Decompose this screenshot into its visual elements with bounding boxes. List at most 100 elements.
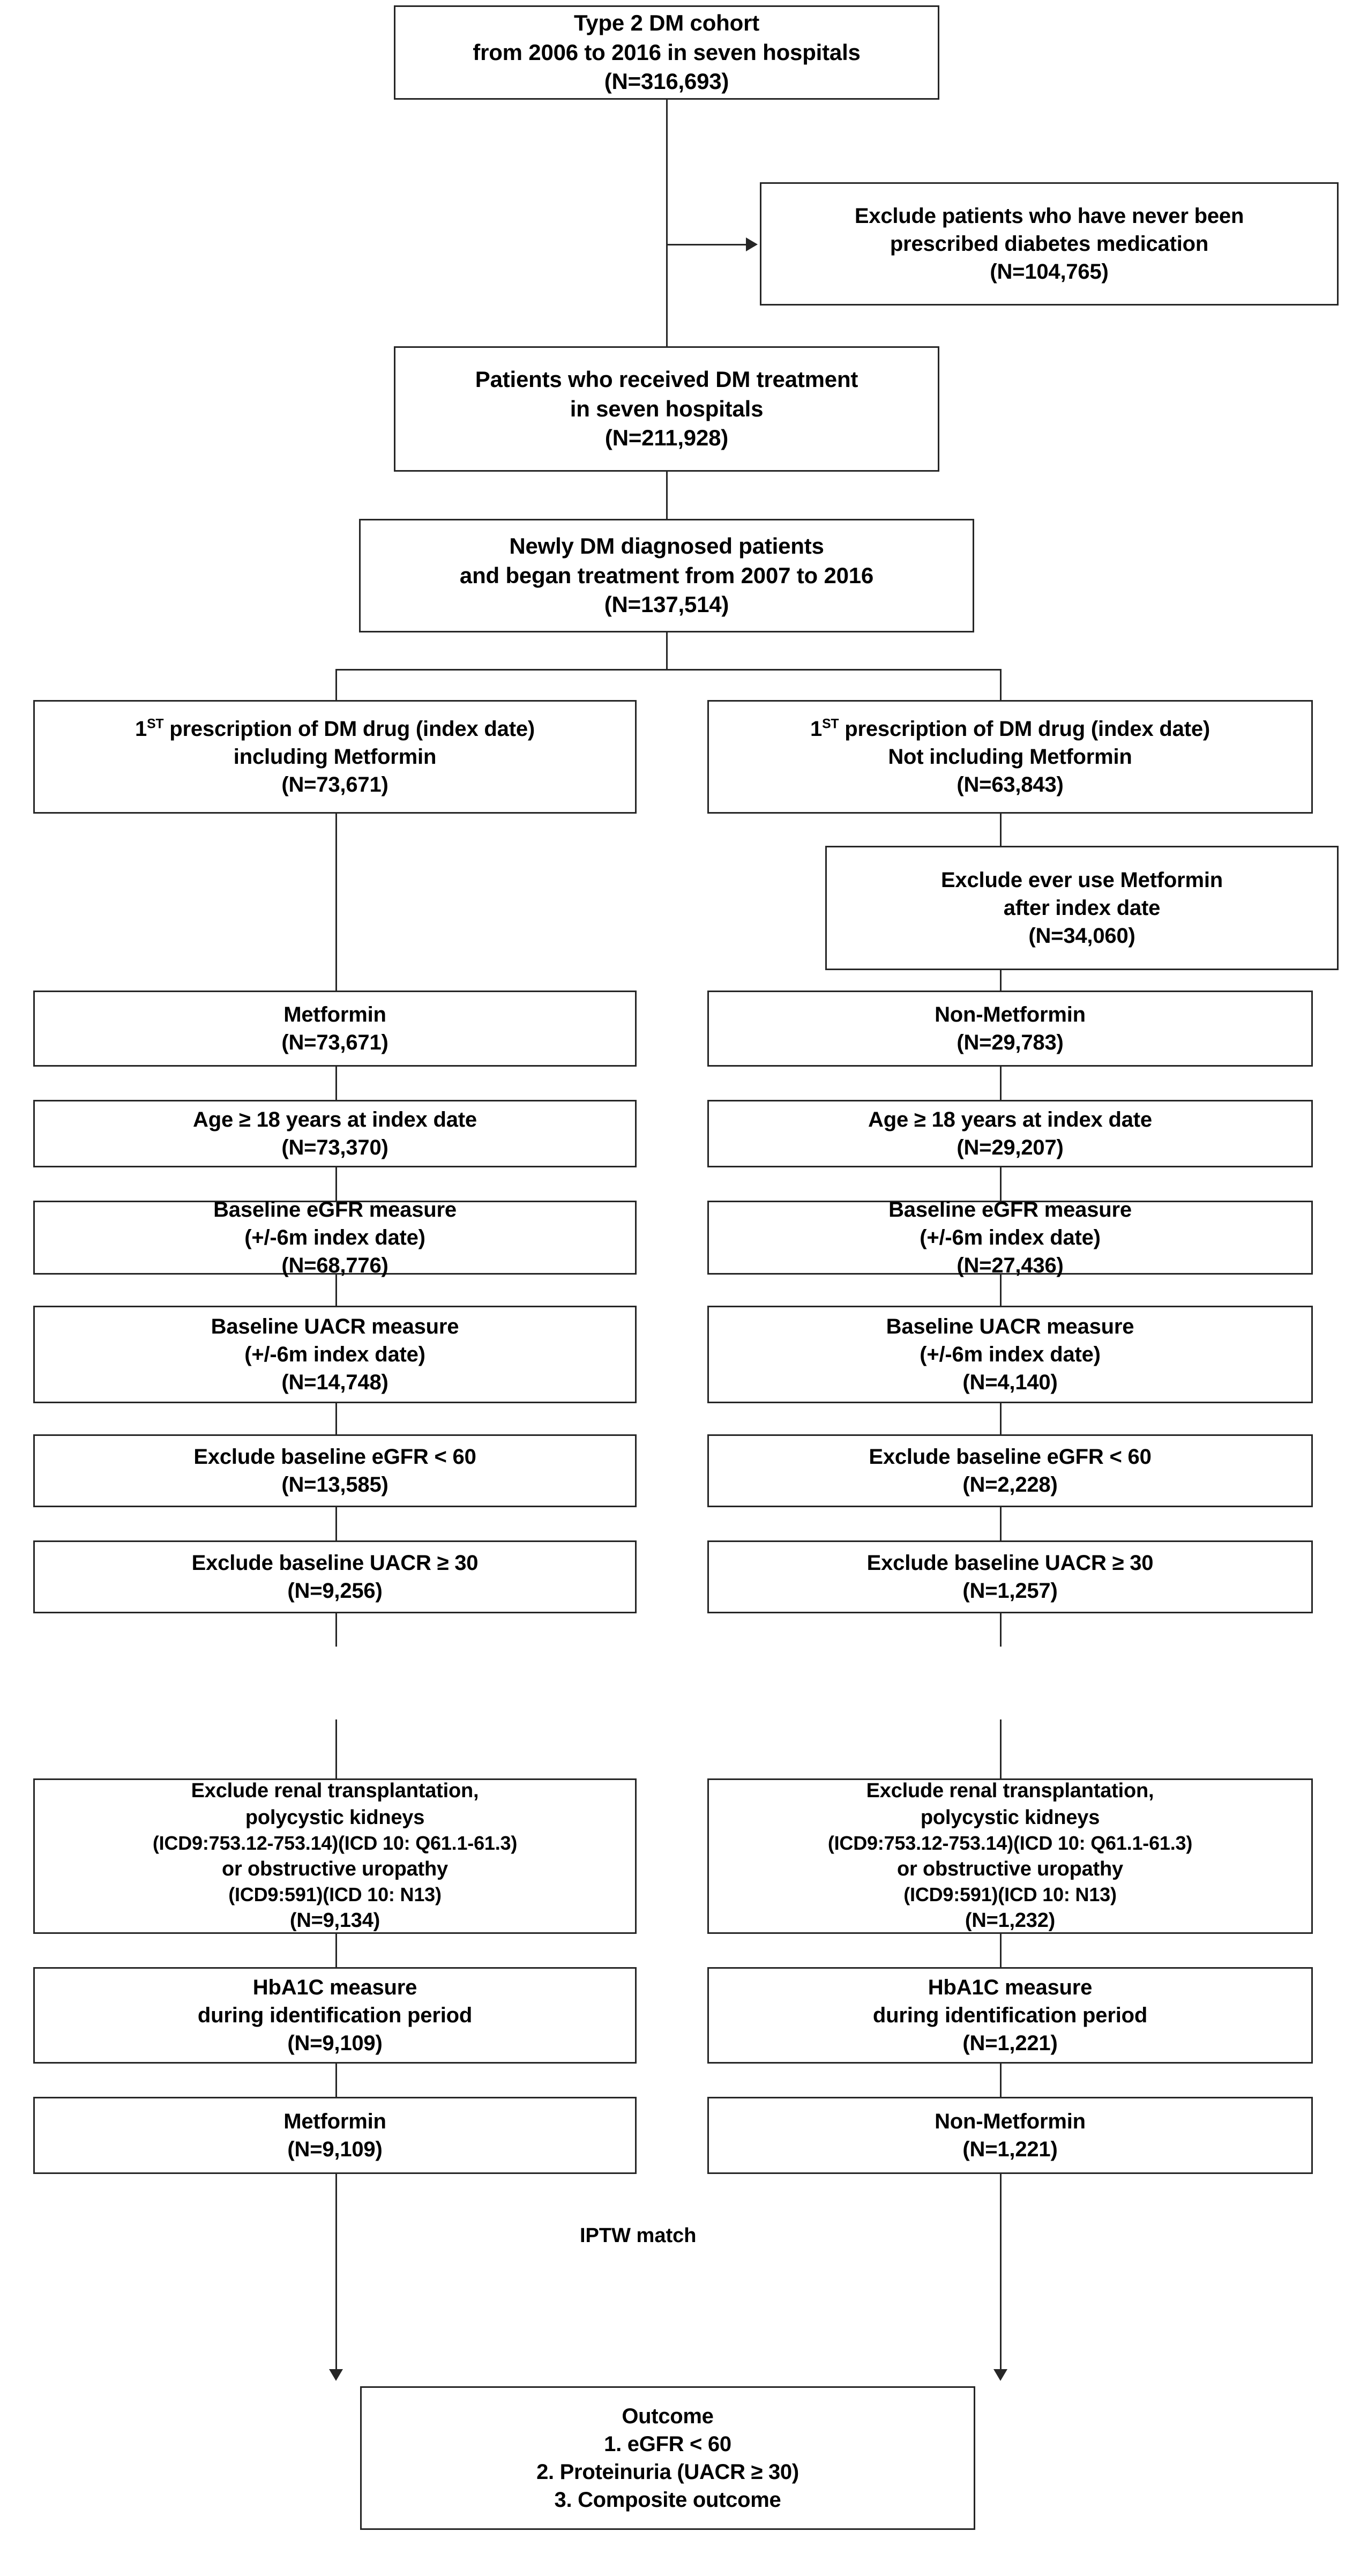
connector-right-3 <box>1000 1275 1002 1306</box>
box-line: (N=1,232) <box>965 1909 1056 1932</box>
connector-right-8 <box>1000 1934 1002 1967</box>
box-line: from 2006 to 2016 in seven hospitals <box>473 39 861 65</box>
box-exclude-ever-use-metformin: Exclude ever use Metformin after index d… <box>825 846 1339 970</box>
connector-left-9 <box>335 2064 337 2097</box>
connector-right-4 <box>1000 1403 1002 1434</box>
box-line: (N=73,370) <box>281 1136 388 1159</box>
box-line: (N=1,257) <box>962 1579 1058 1603</box>
box-non-metformin-cohort: Non-Metformin (N=29,783) <box>707 991 1313 1067</box>
box-line: Baseline eGFR measure <box>213 1198 457 1222</box>
box-line: Non-Metformin <box>935 2110 1086 2133</box>
box-line: (N=211,928) <box>604 425 729 451</box>
connector-left-4 <box>335 1403 337 1434</box>
box-line: (N=104,765) <box>990 260 1109 284</box>
connector-left-rx-to-metformin <box>335 814 337 991</box>
box-outcome: Outcome 1. eGFR < 60 2. Proteinuria (UAC… <box>360 2386 975 2530</box>
box-exclude-renal-right: Exclude renal transplantation, polycysti… <box>707 1778 1313 1934</box>
box-line: during identification period <box>197 2004 473 2027</box>
arrow-left-to-outcome <box>329 2369 343 2381</box>
box-line: 1ST prescription of DM drug (index date) <box>135 717 535 741</box>
connector-left-8 <box>335 1934 337 1967</box>
box-line: (N=73,671) <box>281 1031 388 1054</box>
connector-right-6 <box>1000 1613 1002 1647</box>
box-exclude-never-prescribed: Exclude patients who have never been pre… <box>760 182 1339 306</box>
connector-right-1 <box>1000 1067 1002 1100</box>
box-line: Age ≥ 18 years at index date <box>868 1108 1152 1131</box>
box-line: Patients who received DM treatment <box>475 367 858 392</box>
box-line: (N=9,109) <box>287 2138 383 2161</box>
box-line: (ICD9:753.12-753.14)(ICD 10: Q61.1-61.3) <box>152 1832 518 1855</box>
box-line: during identification period <box>872 2004 1148 2027</box>
box-line: after index date <box>1003 896 1161 920</box>
box-age-18-left: Age ≥ 18 years at index date (N=73,370) <box>33 1100 637 1167</box>
box-baseline-egfr-left: Baseline eGFR measure (+/-6m index date)… <box>33 1198 637 1277</box>
arrow-right-to-outcome <box>993 2369 1007 2381</box>
box-line: Not including Metformin <box>888 745 1132 769</box>
box-age-18-right: Age ≥ 18 years at index date (N=29,207) <box>707 1100 1313 1167</box>
box-metformin-final: Metformin (N=9,109) <box>33 2097 637 2174</box>
box-line: Outcome <box>622 2404 714 2428</box>
box-received-dm-treatment: Patients who received DM treatment in se… <box>394 346 939 472</box>
box-line: 1. eGFR < 60 <box>604 2432 731 2456</box>
box-line: Exclude patients who have never been <box>854 204 1244 228</box>
connector-split-left <box>335 669 337 700</box>
connector-left-3 <box>335 1275 337 1306</box>
box-line: Baseline UACR measure <box>886 1315 1134 1338</box>
box-line: polycystic kidneys <box>920 1806 1100 1829</box>
box-line: (N=316,693) <box>604 69 729 94</box>
box-line: Exclude baseline eGFR < 60 <box>869 1445 1152 1469</box>
box-line: (N=73,671) <box>281 773 388 796</box>
box-line: (N=9,109) <box>287 2031 383 2055</box>
box-line: 2. Proteinuria (UACR ≥ 30) <box>536 2460 799 2484</box>
box-line: (N=63,843) <box>957 773 1064 796</box>
box-type2-dm-cohort: Type 2 DM cohort from 2006 to 2016 in se… <box>394 5 939 100</box>
box-line: 3. Composite outcome <box>554 2488 781 2512</box>
box-line: HbA1C measure <box>928 1976 1093 1999</box>
box-exclude-uacr-30-right: Exclude baseline UACR ≥ 30 (N=1,257) <box>707 1540 1313 1613</box>
box-line: (N=2,228) <box>962 1473 1058 1497</box>
box-first-rx-not-including-metformin: 1ST prescription of DM drug (index date)… <box>707 700 1313 814</box>
connector-treatment-to-newly <box>666 472 668 519</box>
connector-right-2 <box>1000 1167 1002 1201</box>
box-baseline-uacr-right: Baseline UACR measure (+/-6m index date)… <box>707 1306 1313 1403</box>
box-line: Exclude baseline eGFR < 60 <box>193 1445 476 1469</box>
connector-left-5 <box>335 1507 337 1540</box>
box-line: (N=9,256) <box>287 1579 383 1603</box>
connector-left-6 <box>335 1613 337 1647</box>
connector-right-5 <box>1000 1507 1002 1540</box>
box-line: (N=29,783) <box>957 1031 1064 1054</box>
box-line: (N=27,436) <box>957 1254 1064 1277</box>
box-line: (+/-6m index date) <box>920 1226 1101 1249</box>
arrow-exclude-1 <box>746 237 758 251</box>
box-metformin-cohort: Metformin (N=73,671) <box>33 991 637 1067</box>
box-line: (N=9,134) <box>289 1909 380 1932</box>
box-exclude-egfr-60-left: Exclude baseline eGFR < 60 (N=13,585) <box>33 1434 637 1507</box>
box-line: (N=14,748) <box>281 1371 388 1394</box>
box-line: (N=13,585) <box>281 1473 388 1497</box>
box-line: Exclude baseline UACR ≥ 30 <box>866 1551 1154 1575</box>
connector-trunk-1 <box>666 100 668 346</box>
box-line: Baseline UACR measure <box>211 1315 459 1338</box>
box-line: 1ST prescription of DM drug (index date) <box>810 717 1210 741</box>
box-line: (+/-6m index date) <box>244 1343 425 1366</box>
box-line: Baseline eGFR measure <box>888 1198 1132 1222</box>
box-hba1c-left: HbA1C measure during identification peri… <box>33 1967 637 2064</box>
box-line: (+/-6m index date) <box>244 1226 425 1249</box>
box-line: (N=137,514) <box>604 592 729 617</box>
connector-right-7 <box>1000 1719 1002 1778</box>
connector-left-2 <box>335 1167 337 1201</box>
box-newly-dm-diagnosed: Newly DM diagnosed patients and began tr… <box>359 519 974 632</box>
box-line: Exclude ever use Metformin <box>940 868 1223 892</box>
box-line: Metformin <box>283 2110 386 2133</box>
connector-left-7 <box>335 1719 337 1778</box>
box-line: HbA1C measure <box>252 1976 417 1999</box>
box-line: (ICD9:591)(ICD 10: N13) <box>228 1883 442 1906</box>
box-line: (N=34,060) <box>1028 924 1135 948</box>
box-line: including Metformin <box>233 745 437 769</box>
box-line: (N=29,207) <box>957 1136 1064 1159</box>
box-exclude-egfr-60-right: Exclude baseline eGFR < 60 (N=2,228) <box>707 1434 1313 1507</box>
box-line: Exclude baseline UACR ≥ 30 <box>191 1551 479 1575</box>
connector-newly-to-split <box>666 632 668 670</box>
box-line: Newly DM diagnosed patients <box>509 533 824 559</box>
